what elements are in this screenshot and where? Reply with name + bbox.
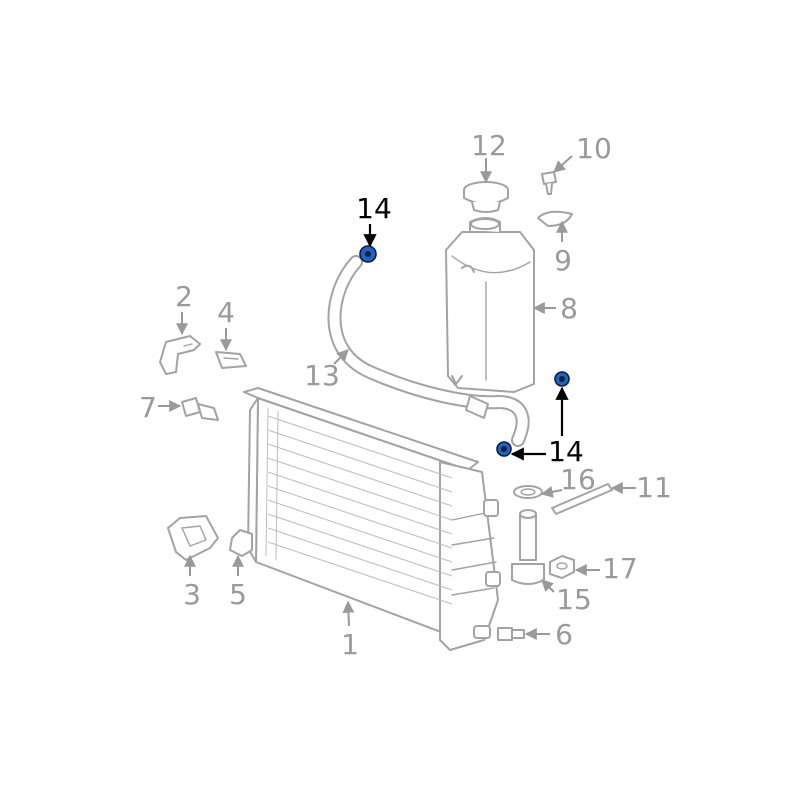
callout-14-upper: 14 — [356, 192, 392, 225]
radiator-core-fins — [265, 407, 453, 605]
callout-3: 3 — [183, 578, 201, 611]
leader-15 — [541, 579, 555, 593]
leader-10 — [553, 155, 573, 173]
callout-15: 15 — [556, 583, 592, 616]
callout-4: 4 — [217, 296, 235, 329]
expansion-tank — [445, 217, 535, 393]
seal-washer — [537, 210, 573, 227]
bleed-screw — [541, 171, 557, 195]
drain-plug — [497, 627, 525, 641]
hose-clamp-right[interactable] — [554, 371, 570, 387]
callout-10: 10 — [576, 132, 612, 165]
callout-5: 5 — [229, 578, 247, 611]
lower-mount — [167, 515, 219, 561]
callout-14-lower: 14 — [548, 435, 584, 468]
callout-8: 8 — [560, 292, 578, 325]
callout-9: 9 — [554, 244, 572, 277]
callout-2: 2 — [175, 280, 193, 313]
temperature-switch — [181, 397, 219, 421]
leader-1 — [342, 600, 355, 627]
rubber-bushing — [229, 529, 253, 557]
leader-16 — [540, 485, 563, 498]
coolant-hose — [327, 255, 530, 447]
leader-13 — [333, 349, 349, 365]
expansion-tank-cap — [463, 181, 509, 213]
callout-11: 11 — [636, 471, 672, 504]
callout-7: 7 — [139, 391, 157, 424]
callout-13: 13 — [304, 359, 340, 392]
callout-17: 17 — [602, 552, 638, 585]
hose-clamp-lower[interactable] — [496, 441, 512, 457]
hex-nut — [549, 555, 575, 579]
leader-lines — [158, 155, 636, 640]
o-ring — [513, 485, 543, 499]
hose-clamp-upper[interactable] — [359, 245, 377, 263]
callout-12: 12 — [471, 129, 507, 162]
level-sensor — [511, 509, 545, 585]
callout-6: 6 — [555, 618, 573, 651]
callout-16: 16 — [560, 463, 596, 496]
radiator — [243, 387, 501, 651]
rubber-mount — [215, 351, 247, 369]
mounting-bracket — [159, 335, 201, 375]
callout-labels: 1 2 3 4 5 6 7 8 9 10 11 12 13 14 14 15 1… — [139, 129, 672, 661]
callout-1: 1 — [341, 628, 359, 661]
